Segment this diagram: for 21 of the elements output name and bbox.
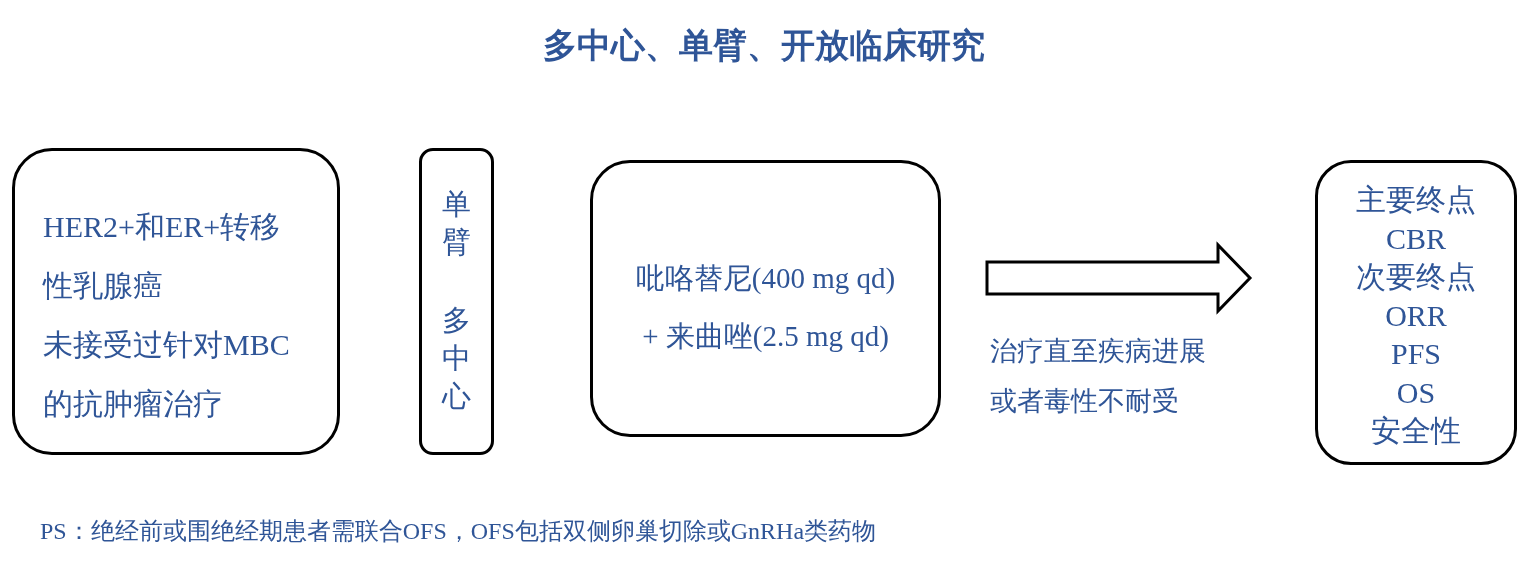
box-text: CBR xyxy=(1385,220,1447,257)
block-arrow xyxy=(985,241,1253,315)
box-text: 吡咯替尼(400 mg qd) xyxy=(634,261,897,296)
box-text: + 来曲唑(2.5 mg qd) xyxy=(641,319,890,354)
design-box xyxy=(419,148,494,455)
box-text: ORR xyxy=(1384,297,1448,334)
footnote: PS：绝经前或围绝经期患者需联合OFS，OFS包括双侧卵巢切除或GnRHa类药物 xyxy=(40,517,877,546)
box-text: PFS xyxy=(1389,336,1443,372)
box-text: 次要终点 xyxy=(1355,259,1477,295)
box-text: 多中心 xyxy=(440,303,472,414)
edge-label: 治疗直至疾病进展或者毒性不耐受 xyxy=(990,335,1207,418)
box-text: 安全性 xyxy=(1370,413,1462,449)
title: 多中心、单臂、开放临床研究 xyxy=(541,24,986,67)
treatment-box xyxy=(590,160,941,437)
box-text: HER2+和ER+转移性乳腺癌 xyxy=(43,209,282,304)
criteria-box xyxy=(12,148,340,455)
box-text: 未接受过针对MBC的抗肿瘤治疗 xyxy=(43,327,291,422)
box-text: OS xyxy=(1395,374,1437,411)
box-text: 单臂 xyxy=(440,187,472,260)
box-text: 主要终点 xyxy=(1355,182,1477,218)
endpoints-box xyxy=(1315,160,1517,465)
